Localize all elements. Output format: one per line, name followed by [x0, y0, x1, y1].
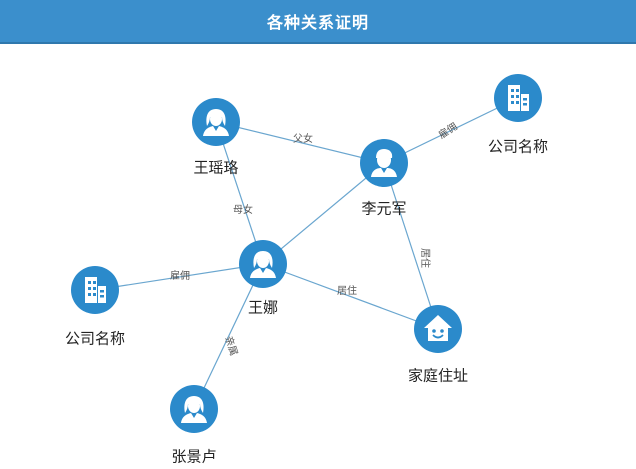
edge-wangna-company2 — [94, 263, 264, 291]
edge-wangyaoluo-wangna — [215, 121, 264, 265]
node-label: 张景卢 — [171, 448, 216, 466]
node-company2[interactable]: 公司名称 — [65, 266, 125, 348]
node-wangyaoluo[interactable]: 王瑶珞 — [192, 98, 240, 177]
node-label: 王娜 — [248, 299, 278, 317]
node-label: 公司名称 — [65, 330, 125, 348]
building-icon — [508, 85, 529, 111]
edge-label-wangyaoluo-liyuanjun: 父女 — [293, 132, 313, 145]
node-home[interactable]: 家庭住址 — [408, 305, 468, 385]
node-label: 家庭住址 — [408, 367, 468, 385]
edge-label-wangyaoluo-wangna: 母女 — [233, 203, 253, 216]
node-label: 王瑶珞 — [193, 159, 238, 177]
header-bar: 各种关系证明 — [0, 0, 636, 44]
edge-label-liyuanjun-home: 居住 — [419, 248, 432, 268]
edge-liyuanjun-home — [383, 162, 439, 330]
node-label: 李元军 — [361, 200, 406, 218]
female-person-icon — [250, 251, 276, 278]
male-person-icon — [371, 149, 397, 177]
edge-label-wangna-company2: 雇佣 — [170, 269, 190, 282]
female-person-icon — [203, 109, 229, 136]
edge-wangna-home — [262, 263, 439, 330]
node-label: 公司名称 — [488, 138, 548, 156]
house-icon — [424, 315, 452, 341]
node-zhangjinglu[interactable]: 张景卢 — [170, 385, 218, 466]
edge-liyuanjun-wangna — [262, 162, 385, 265]
edge-wangyaoluo-liyuanjun — [215, 121, 385, 164]
edge-liyuanjun-company1 — [383, 97, 519, 164]
edge-label-wangna-home: 居住 — [337, 284, 357, 297]
page-title: 各种关系证明 — [266, 13, 369, 32]
edge-wangna-zhangjinglu — [193, 263, 264, 410]
edge-label-liyuanjun-company1: 雇佣 — [436, 120, 460, 142]
node-liyuanjun[interactable]: 李元军 — [360, 139, 408, 218]
edge-label-wangna-zhangjinglu: 亲属 — [222, 334, 241, 357]
female-person-icon — [181, 396, 207, 423]
building-icon — [85, 277, 106, 303]
node-wangna[interactable]: 王娜 — [239, 240, 287, 317]
node-company1[interactable]: 公司名称 — [488, 74, 548, 156]
